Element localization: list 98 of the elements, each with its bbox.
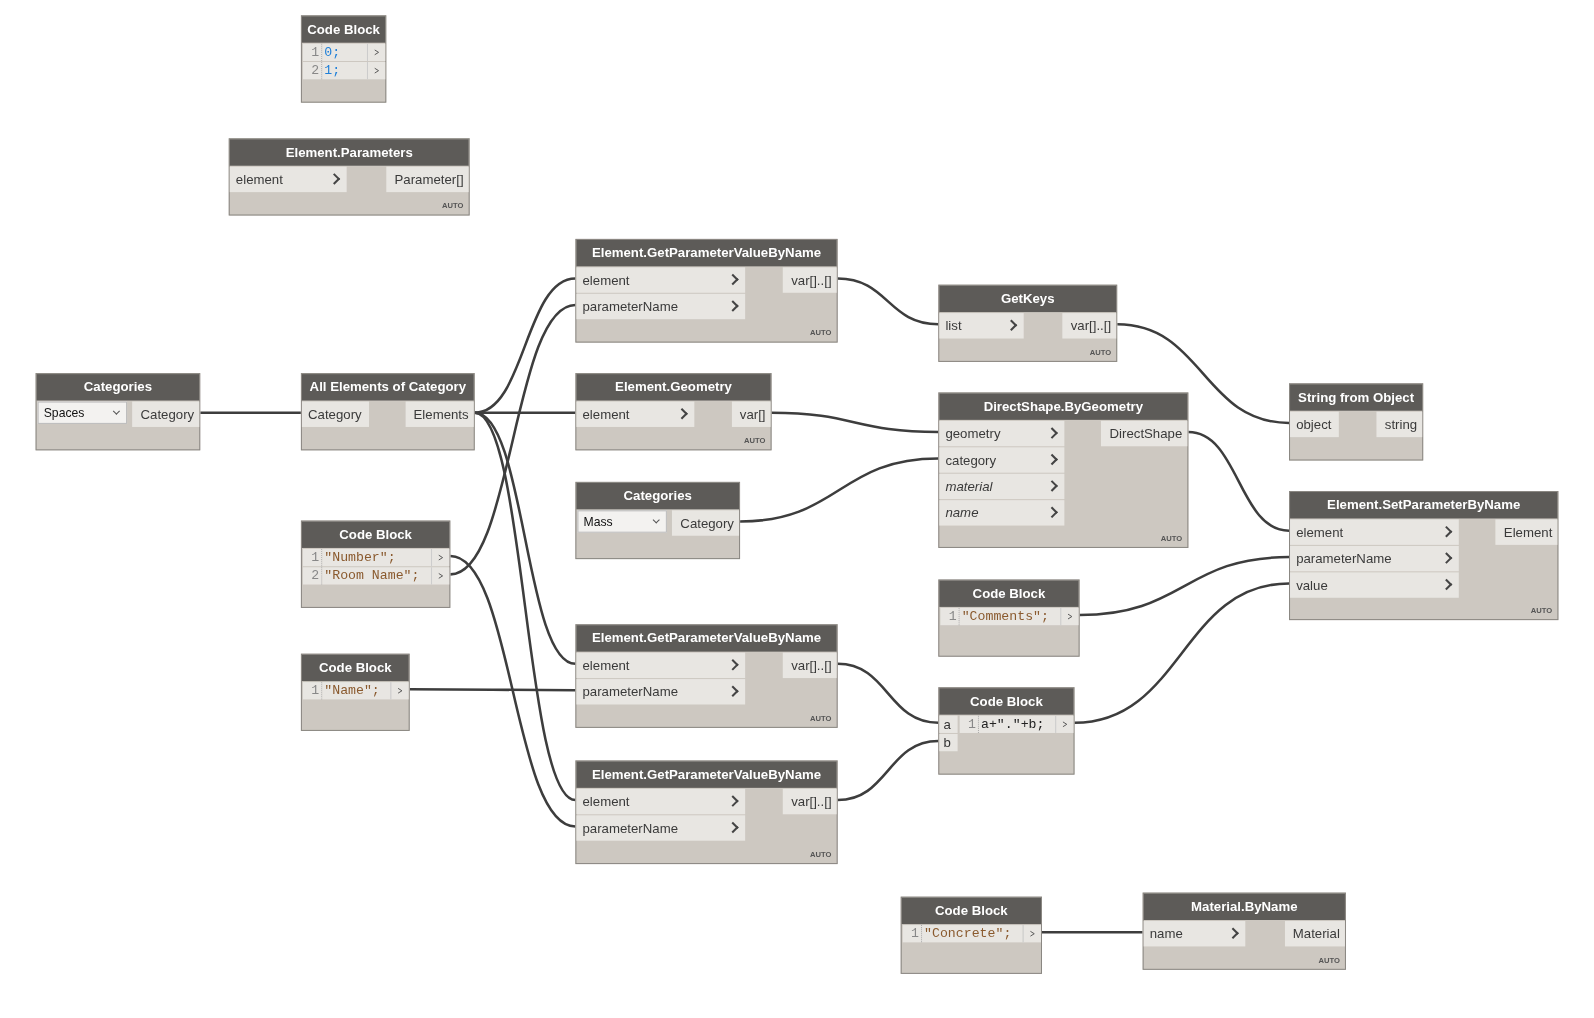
wire xyxy=(1042,930,1143,934)
input-port: name xyxy=(939,500,1065,526)
node-title: Element.Geometry xyxy=(576,374,771,401)
wire xyxy=(200,411,301,414)
code-block-node xyxy=(938,579,1080,657)
output-port: string xyxy=(1376,411,1423,438)
wire xyxy=(837,662,939,725)
node-title: Code Block xyxy=(301,521,450,548)
wire xyxy=(409,687,576,692)
wire xyxy=(1074,582,1290,725)
output-port: var[]..[] xyxy=(1062,313,1117,339)
code-block-node xyxy=(300,520,451,608)
input-port: element xyxy=(1290,519,1459,545)
node-title: All Elements of Category xyxy=(301,374,474,401)
input-port: material xyxy=(939,473,1065,500)
node-title: GetKeys xyxy=(939,285,1117,313)
output-port: Category xyxy=(132,401,200,427)
output-port: Category xyxy=(672,510,740,536)
input-port: element xyxy=(576,401,695,427)
wire xyxy=(1188,430,1290,532)
node-title: Code Block xyxy=(301,16,386,43)
input-port: parameterName xyxy=(576,293,746,320)
dropdown: Mass xyxy=(577,510,667,533)
line-number: 1 xyxy=(302,43,323,61)
line-number: 2 xyxy=(302,567,323,585)
function-node xyxy=(938,392,1189,548)
input-port: geometry xyxy=(939,420,1065,447)
wire xyxy=(474,411,576,414)
output-port: var[]..[] xyxy=(783,267,837,293)
output-port: Elements xyxy=(405,401,474,427)
node-title: Material.ByName xyxy=(1143,893,1345,920)
line-number: 1 xyxy=(902,925,923,943)
wire xyxy=(837,277,939,326)
output-port: DirectShape xyxy=(1101,420,1188,447)
line-number: 1 xyxy=(959,715,979,733)
line-number: 1 xyxy=(302,548,323,567)
node-title: Code Block xyxy=(939,688,1074,715)
node-title: Code Block xyxy=(901,897,1041,925)
node-title: Element.GetParameterValueByName xyxy=(576,239,837,267)
code-block-node xyxy=(300,653,410,731)
output-port: Material xyxy=(1284,921,1345,947)
wire xyxy=(771,411,939,434)
wire xyxy=(449,303,576,576)
node-title: Categories xyxy=(576,482,740,510)
node-title: String from Object xyxy=(1290,384,1423,411)
input-port: b xyxy=(939,733,958,752)
function-node xyxy=(575,238,838,343)
line-number: 1 xyxy=(940,607,960,626)
node-title: Categories xyxy=(36,374,200,401)
input-port: element xyxy=(576,788,746,815)
function-node xyxy=(300,373,475,451)
input-port: category xyxy=(939,447,1065,473)
node-title: Element.SetParameterByName xyxy=(1290,492,1558,519)
wire xyxy=(1079,555,1290,617)
input-port: parameterName xyxy=(1290,545,1459,572)
code-block-node xyxy=(938,687,1075,775)
function-node xyxy=(228,138,470,216)
input-port: list xyxy=(939,313,1024,339)
wire xyxy=(1117,323,1290,425)
node-title: DirectShape.ByGeometry xyxy=(939,393,1188,420)
output-port: var[] xyxy=(731,401,771,427)
input-port: element xyxy=(576,267,746,293)
input-port: parameterName xyxy=(576,815,746,841)
code-block-node xyxy=(300,15,387,103)
function-node xyxy=(575,373,772,451)
node-title: Element.GetParameterValueByName xyxy=(576,625,837,652)
function-node xyxy=(938,284,1118,362)
line-number: 1 xyxy=(302,682,323,700)
wire xyxy=(449,554,576,828)
function-node xyxy=(35,373,201,451)
input-port: parameterName xyxy=(576,679,746,705)
function-node xyxy=(1289,491,1559,621)
input-port: element xyxy=(229,166,347,193)
output-port: var[]..[] xyxy=(783,788,837,815)
wire xyxy=(474,411,577,802)
output-port: Element xyxy=(1495,519,1558,545)
node-title: Code Block xyxy=(939,580,1079,607)
node-title: Element.Parameters xyxy=(229,139,469,166)
node-title: Element.GetParameterValueByName xyxy=(576,761,837,788)
dropdown: Spaces xyxy=(37,401,128,424)
function-node xyxy=(575,624,838,728)
input-port: a xyxy=(939,715,958,733)
input-port: name xyxy=(1143,921,1246,947)
wire xyxy=(740,457,939,523)
function-node xyxy=(575,760,838,865)
output-port: Parameter[] xyxy=(386,166,469,193)
code-block-node xyxy=(900,896,1042,974)
output-port: var[]..[] xyxy=(783,652,837,679)
input-port: element xyxy=(576,652,746,679)
function-node xyxy=(1142,892,1346,970)
input-port: value xyxy=(1290,572,1459,598)
input-port: Category xyxy=(301,401,369,427)
wire xyxy=(837,739,939,802)
node-title: Code Block xyxy=(301,654,409,682)
line-number: 2 xyxy=(302,62,323,80)
function-node xyxy=(575,481,741,560)
input-port: object xyxy=(1290,411,1339,438)
function-node xyxy=(1289,383,1424,461)
